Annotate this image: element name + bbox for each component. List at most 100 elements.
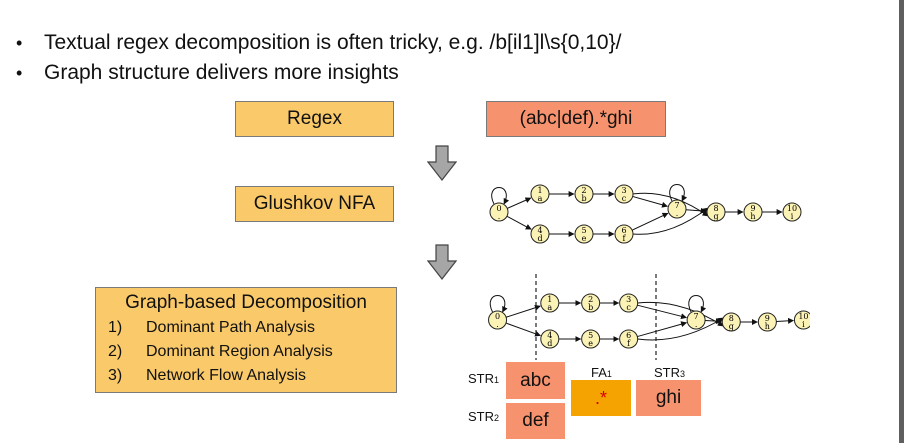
edge-3-8 [637, 301, 724, 327]
edge-7-7 [688, 295, 707, 313]
nfa-state-node: 6f [614, 224, 634, 244]
str1-label-sub: 1 [494, 375, 500, 385]
svg-text:0: 0 [495, 312, 500, 321]
list-item: 1) Dominant Path Analysis [106, 316, 386, 340]
bullet-list: • Textual regex decomposition is often t… [12, 28, 621, 88]
fa1-label: FA1 [591, 365, 612, 380]
svg-text:a: a [547, 303, 552, 312]
bullet-text: Graph structure delivers more insights [44, 61, 399, 84]
edge-0-1 [507, 197, 532, 209]
svg-text:i: i [791, 212, 794, 221]
list-item: 3) Network Flow Analysis [106, 364, 386, 388]
nfa-state-node: 9h [757, 312, 777, 332]
str3-label: STR3 [654, 365, 685, 380]
svg-text:c: c [622, 194, 627, 203]
nfa-state-node: 7. [686, 310, 706, 330]
list-item: 2) Dominant Region Analysis [106, 340, 386, 364]
svg-text:c: c [626, 303, 631, 312]
edge-7-8 [685, 207, 707, 214]
svg-text:3: 3 [621, 186, 626, 195]
svg-text:.: . [498, 212, 501, 221]
dotstar-part: .* [571, 380, 631, 416]
svg-text:0: 0 [496, 204, 501, 213]
nfa-state-node: 8g [721, 312, 741, 332]
svg-text:a: a [538, 194, 543, 203]
svg-text:10: 10 [787, 204, 797, 213]
nfa-state-node: 5e [581, 329, 601, 349]
down-arrow-icon [427, 145, 457, 181]
edge-9-10 [776, 317, 795, 324]
svg-text:h: h [765, 322, 770, 331]
bullet-dot: • [16, 62, 23, 83]
item-label: Network Flow Analysis [146, 367, 307, 384]
nfa-state-node: 3c [614, 184, 634, 204]
bullet-item: • Textual regex decomposition is often t… [12, 28, 621, 58]
svg-text:6: 6 [626, 331, 631, 340]
edge-6-7 [631, 212, 669, 231]
svg-text:d: d [547, 339, 552, 348]
svg-text:b: b [588, 303, 593, 312]
svg-text:e: e [582, 234, 587, 243]
svg-text:8: 8 [713, 204, 718, 213]
svg-text:3: 3 [626, 295, 631, 304]
nfa-state-node: 10i [782, 202, 802, 222]
item-number: 2) [108, 343, 123, 360]
svg-text:f: f [627, 339, 631, 348]
svg-text:10: 10 [798, 312, 808, 321]
edge-6-8 [632, 207, 709, 235]
svg-text:2: 2 [588, 295, 593, 304]
svg-text:h: h [750, 212, 755, 221]
down-arrow-icon [427, 244, 457, 280]
graph-decomposition-box: Graph-based Decomposition 1) Dominant Pa… [95, 287, 397, 393]
svg-text:9: 9 [750, 204, 755, 213]
item-number: 1) [108, 319, 123, 336]
edge-3-7 [632, 195, 668, 208]
str2-label-main: STR [468, 409, 494, 424]
bullet-dot: • [16, 32, 23, 53]
nfa-state-node: 8g [706, 202, 726, 222]
def-part: def [506, 403, 565, 439]
svg-text:.: . [496, 320, 499, 329]
edge-3-7 [637, 304, 687, 320]
svg-text:1: 1 [537, 186, 542, 195]
fa1-label-sub: 1 [606, 369, 612, 379]
item-label: Dominant Region Analysis [146, 343, 333, 360]
nfa-state-node: 6f [619, 329, 639, 349]
svg-text:d: d [537, 234, 542, 243]
frame-edge [899, 0, 904, 443]
glushkov-nfa-box: Glushkov NFA [235, 186, 394, 222]
nfa-state-node: 3c [619, 293, 639, 313]
nfa-state-node: 1a [540, 293, 560, 313]
fa1-label-main: FA [591, 365, 607, 380]
svg-text:.: . [676, 209, 679, 218]
decomposition-title: Graph-based Decomposition [125, 292, 367, 313]
svg-text:4: 4 [547, 331, 552, 340]
svg-text:1: 1 [547, 295, 552, 304]
abc-part: abc [506, 362, 565, 399]
svg-text:9: 9 [765, 314, 770, 323]
svg-text:f: f [623, 234, 627, 243]
svg-text:7: 7 [674, 201, 679, 210]
svg-text:.: . [695, 320, 698, 329]
nfa-state-node: 9h [743, 202, 763, 222]
edge-0-0 [489, 295, 508, 313]
edge-0-0 [491, 187, 510, 205]
edge-7-8 [705, 318, 722, 325]
svg-text:g: g [713, 212, 718, 221]
svg-text:e: e [588, 339, 593, 348]
str2-label-sub: 2 [494, 413, 500, 423]
edge-6-8 [637, 317, 724, 341]
nfa-state-node: 4d [530, 224, 550, 244]
bullet-text: Textual regex decomposition is often tri… [44, 31, 622, 54]
nfa-state-node: 5e [574, 224, 594, 244]
regex-example-box: (abc|def).*ghi [486, 101, 666, 137]
nfa-state-node: 10i [793, 310, 810, 330]
bullet-item: • Graph structure delivers more insights [12, 58, 621, 88]
ghi-part: ghi [636, 380, 701, 416]
svg-text:5: 5 [581, 226, 586, 235]
edge-0-1 [505, 304, 541, 318]
edge-0-4 [506, 215, 532, 230]
nfa-state-node: 1a [530, 184, 550, 204]
